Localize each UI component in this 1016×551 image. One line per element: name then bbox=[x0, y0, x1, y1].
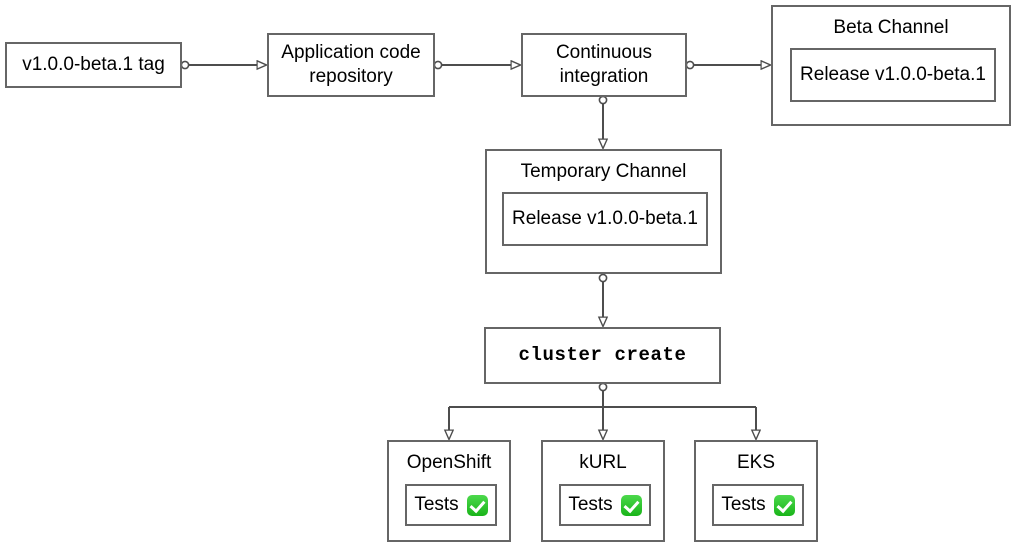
node-openshift-title: OpenShift bbox=[406, 452, 492, 473]
kurl-tests-row: Tests bbox=[568, 493, 642, 517]
node-eks-tests-label: Tests bbox=[721, 494, 766, 516]
node-beta-channel-release[interactable]: Release v1.0.0-beta.1 bbox=[790, 48, 996, 102]
check-mark-button-icon bbox=[773, 494, 795, 516]
node-kurl-title: kURL bbox=[579, 452, 627, 473]
node-eks-tests[interactable]: Tests bbox=[712, 484, 804, 526]
check-mark-button-icon bbox=[466, 494, 488, 516]
node-temporary-channel-release-label: Release v1.0.0-beta.1 bbox=[512, 208, 698, 230]
node-beta-channel-release-label: Release v1.0.0-beta.1 bbox=[800, 64, 986, 86]
node-temporary-channel-title: Temporary Channel bbox=[520, 161, 687, 182]
node-openshift-tests-label: Tests bbox=[414, 494, 459, 516]
node-version-tag-label: v1.0.0-beta.1 tag bbox=[22, 54, 165, 76]
node-continuous-integration-label: Continuous integration bbox=[555, 42, 653, 87]
node-kurl[interactable]: kURL Tests bbox=[541, 440, 665, 542]
node-beta-channel[interactable]: Beta Channel Release v1.0.0-beta.1 bbox=[771, 5, 1011, 126]
node-application-code-repository-label: Application code repository bbox=[281, 42, 421, 87]
node-beta-channel-title: Beta Channel bbox=[833, 17, 949, 38]
node-temporary-channel[interactable]: Temporary Channel Release v1.0.0-beta.1 bbox=[485, 149, 722, 274]
node-kurl-tests[interactable]: Tests bbox=[559, 484, 651, 526]
node-eks-title: EKS bbox=[736, 452, 776, 473]
node-application-code-repository[interactable]: Application code repository bbox=[267, 33, 435, 97]
node-cluster-create-label: cluster create bbox=[518, 343, 687, 366]
node-version-tag[interactable]: v1.0.0-beta.1 tag bbox=[5, 42, 182, 88]
node-cluster-create[interactable]: cluster create bbox=[484, 327, 721, 384]
node-openshift[interactable]: OpenShift Tests bbox=[387, 440, 511, 542]
node-continuous-integration[interactable]: Continuous integration bbox=[521, 33, 687, 97]
node-eks[interactable]: EKS Tests bbox=[694, 440, 818, 542]
node-temporary-channel-release[interactable]: Release v1.0.0-beta.1 bbox=[502, 192, 708, 246]
node-kurl-tests-label: Tests bbox=[568, 494, 613, 516]
eks-tests-row: Tests bbox=[721, 493, 795, 517]
check-mark-button-icon bbox=[620, 494, 642, 516]
openshift-tests-row: Tests bbox=[414, 493, 488, 517]
node-openshift-tests[interactable]: Tests bbox=[405, 484, 497, 526]
